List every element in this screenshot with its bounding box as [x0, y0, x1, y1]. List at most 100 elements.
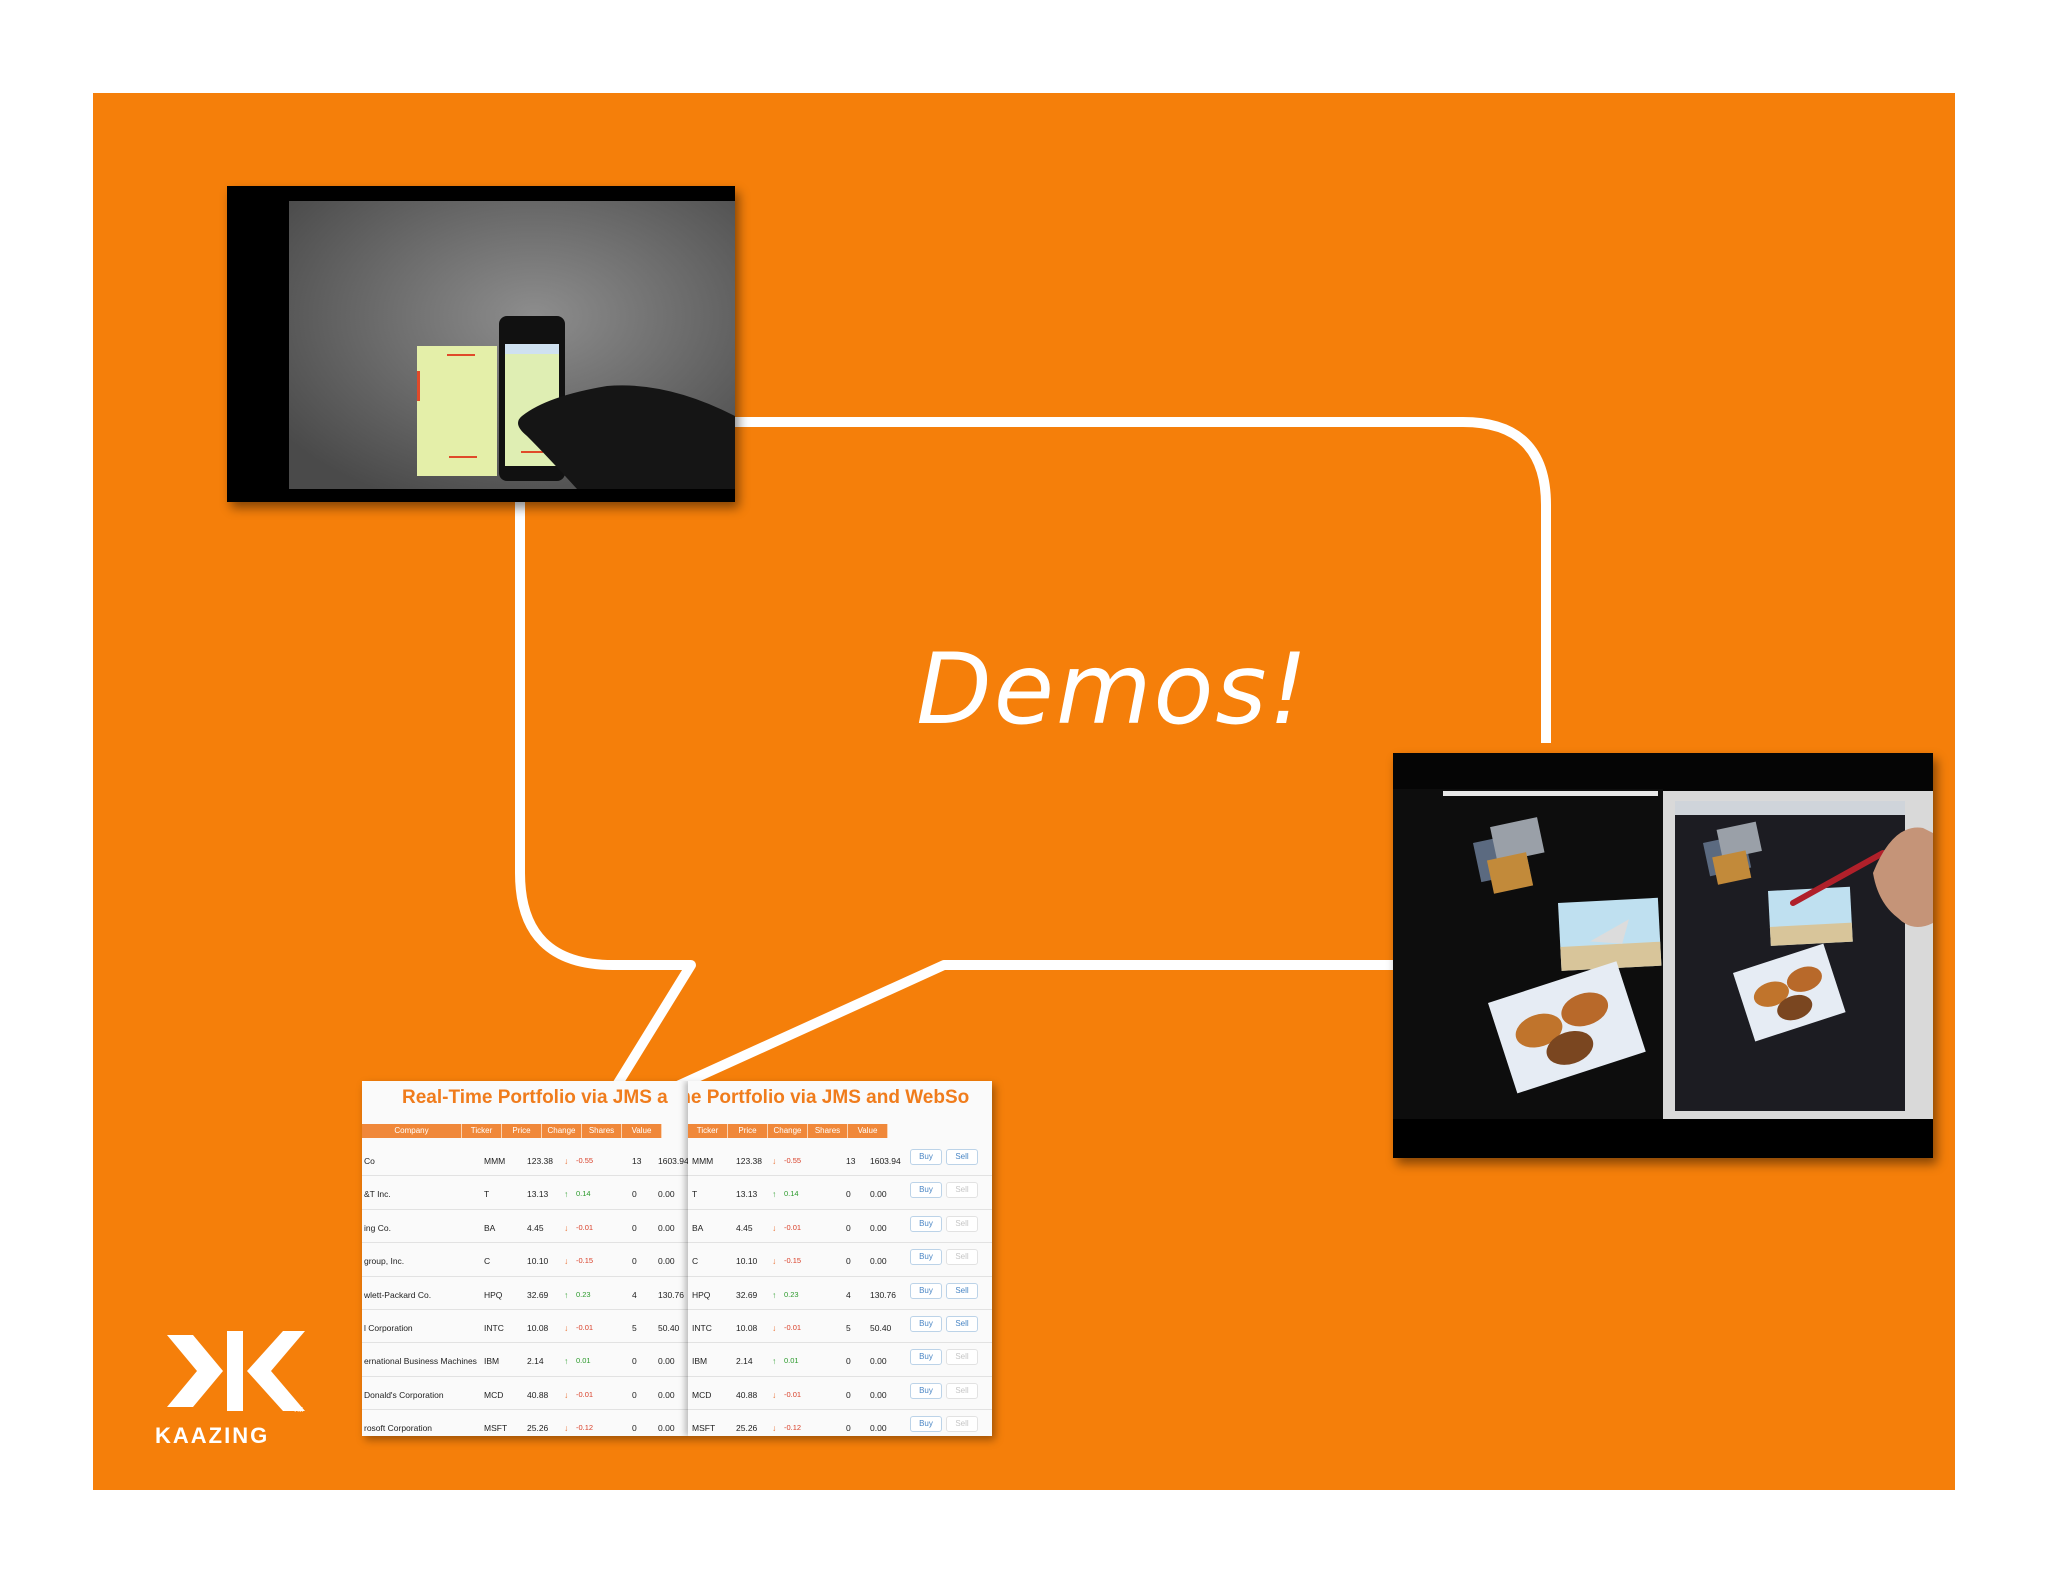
change-cell: 0.14 — [576, 1189, 591, 1199]
change-cell: -0.01 — [784, 1322, 802, 1332]
buy-button[interactable]: Buy — [910, 1215, 942, 1232]
column-header: Value — [848, 1124, 888, 1138]
shares-cell: 4 — [632, 1289, 637, 1300]
shares-cell: 0 — [632, 1189, 637, 1200]
change-cell: -0.01 — [784, 1222, 802, 1232]
price-cell: 40.88 — [527, 1389, 549, 1400]
ticker-cell: INTC — [484, 1322, 504, 1333]
price-cell: 10.08 — [527, 1322, 549, 1333]
sell-button[interactable]: Sell — [946, 1349, 978, 1366]
column-header: Ticker — [462, 1124, 502, 1138]
buy-button[interactable]: Buy — [910, 1315, 942, 1332]
ticker-cell: T — [484, 1189, 490, 1200]
ticker-cell: MCD — [484, 1389, 504, 1400]
buy-button[interactable]: Buy — [910, 1149, 942, 1165]
sell-button[interactable]: Sell — [946, 1382, 978, 1399]
arrow-down-icon: ↓ — [772, 1256, 777, 1267]
buy-button[interactable]: Buy — [910, 1349, 942, 1366]
shares-cell: 0 — [846, 1189, 851, 1200]
change-cell: 0.23 — [784, 1289, 799, 1299]
sell-button[interactable]: Sell — [946, 1282, 978, 1299]
value-cell: 0.00 — [870, 1256, 887, 1267]
sell-button[interactable]: Sell — [946, 1215, 978, 1232]
arrow-up-icon: ↑ — [564, 1356, 569, 1367]
sell-button[interactable]: Sell — [946, 1249, 978, 1266]
price-cell: 25.26 — [527, 1423, 549, 1434]
demo-video-photo-share[interactable] — [1393, 753, 1933, 1158]
price-cell: 13.13 — [527, 1189, 549, 1200]
change-cell: 0.01 — [576, 1356, 591, 1366]
buy-button[interactable]: Buy — [910, 1249, 942, 1266]
sell-button[interactable]: Sell — [946, 1315, 978, 1332]
value-cell: 0.00 — [658, 1189, 675, 1200]
shares-cell: 0 — [632, 1423, 637, 1434]
buy-button[interactable]: Buy — [910, 1382, 942, 1399]
kaazing-logo-icon — [167, 1331, 305, 1411]
ticker-cell: MMM — [692, 1156, 714, 1166]
price-cell: 10.10 — [736, 1256, 758, 1267]
change-cell: -0.55 — [784, 1156, 802, 1165]
price-cell: 123.38 — [736, 1156, 762, 1166]
buy-button[interactable]: Buy — [910, 1182, 942, 1199]
arrow-down-icon: ↓ — [564, 1389, 569, 1400]
shares-cell: 0 — [846, 1356, 851, 1367]
change-cell: -0.15 — [576, 1256, 594, 1266]
change-cell: -0.01 — [576, 1222, 594, 1232]
shares-cell: 0 — [846, 1423, 851, 1434]
column-header: Change — [768, 1124, 808, 1138]
arrow-down-icon: ↓ — [564, 1222, 569, 1233]
demo-video-phone-game[interactable] — [227, 186, 735, 502]
shares-cell: 0 — [632, 1389, 637, 1400]
value-cell: 130.76 — [658, 1289, 684, 1300]
arrow-up-icon: ↑ — [772, 1356, 777, 1367]
arrow-down-icon: ↓ — [772, 1322, 777, 1333]
company-cell: l Corporation — [364, 1322, 413, 1333]
price-cell: 25.26 — [736, 1423, 758, 1434]
change-cell: -0.01 — [784, 1389, 802, 1399]
ticker-cell: HPQ — [484, 1289, 503, 1300]
sell-button[interactable]: Sell — [946, 1416, 978, 1433]
arrow-down-icon: ↓ — [772, 1389, 777, 1400]
slide-title: Demos! — [916, 633, 1310, 747]
buy-button[interactable]: Buy — [910, 1416, 942, 1433]
shares-cell: 5 — [632, 1322, 637, 1333]
change-cell: -0.01 — [576, 1389, 594, 1399]
column-header: Ticker — [688, 1124, 728, 1138]
column-header: Price — [728, 1124, 768, 1138]
buy-button[interactable]: Buy — [910, 1282, 942, 1299]
change-cell: 0.23 — [576, 1289, 591, 1299]
value-cell: 0.00 — [658, 1423, 675, 1434]
price-cell: 4.45 — [736, 1222, 753, 1233]
company-cell: ernational Business Machines — [364, 1356, 477, 1367]
ticker-cell: MSFT — [484, 1423, 508, 1434]
shares-cell: 0 — [846, 1389, 851, 1400]
change-cell: -0.55 — [576, 1156, 594, 1165]
shares-cell: 13 — [632, 1156, 642, 1166]
price-cell: 2.14 — [527, 1356, 544, 1367]
column-header: Price — [502, 1124, 542, 1138]
value-cell: 0.00 — [870, 1389, 887, 1400]
column-header: Value — [622, 1124, 662, 1138]
arrow-up-icon: ↑ — [772, 1189, 777, 1200]
arrow-down-icon: ↓ — [564, 1322, 569, 1333]
arrow-down-icon: ↓ — [772, 1156, 777, 1166]
price-cell: 32.69 — [736, 1289, 758, 1300]
arrow-up-icon: ↑ — [564, 1289, 569, 1300]
sell-button[interactable]: Sell — [946, 1182, 978, 1199]
sell-button[interactable]: Sell — [946, 1149, 978, 1165]
portfolio-title-left: Real-Time Portfolio via JMS a — [402, 1087, 668, 1108]
